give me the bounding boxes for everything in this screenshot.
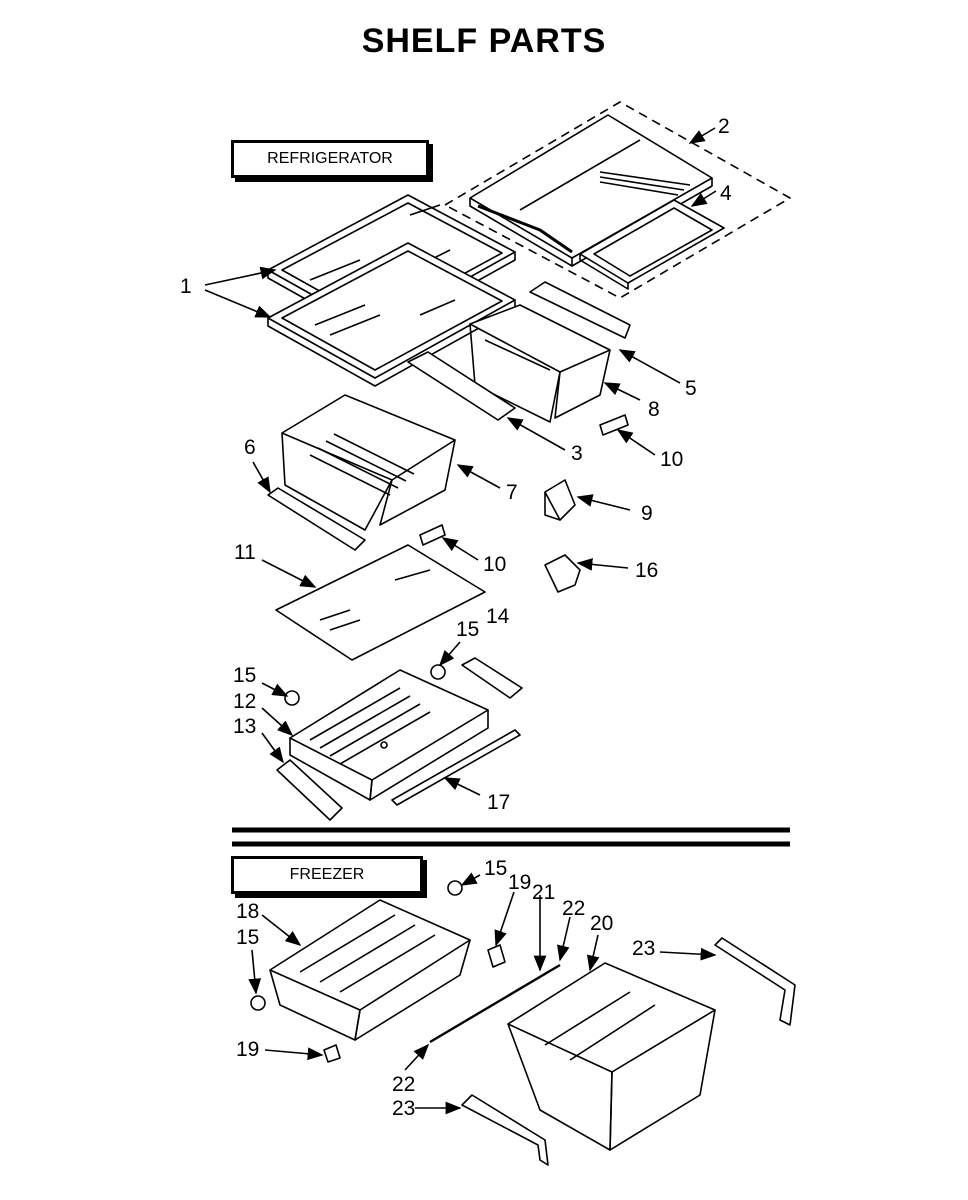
- callout-5: 5: [685, 377, 697, 400]
- clip-part-10: [419, 524, 446, 546]
- callout-8: 8: [648, 398, 660, 421]
- callout-20: 20: [590, 912, 614, 935]
- leader-lines: [204, 127, 717, 1115]
- glass-cover-part-11: [275, 544, 486, 661]
- crisper-rail-part-6: [267, 487, 366, 551]
- callout-6: 6: [244, 436, 256, 459]
- freezer-bin-part-20: [507, 962, 716, 1151]
- slide-rail-part-5: [529, 281, 631, 339]
- callout-22: 22: [562, 897, 586, 920]
- slide-part-23: [714, 937, 796, 1026]
- callout-9: 9: [641, 502, 653, 525]
- callout-11: 11: [234, 541, 256, 564]
- callout-1: 1: [180, 275, 192, 298]
- callout-22b: 22: [392, 1073, 416, 1096]
- callout-18: 18: [236, 900, 260, 923]
- deli-divider-part-3: [407, 351, 516, 421]
- glass-shelf-part-1: [267, 194, 516, 387]
- rail-part-14: [461, 657, 523, 699]
- callout-15d: 15: [236, 926, 260, 949]
- air-filter-part-9: [544, 479, 576, 521]
- callout-23: 23: [632, 937, 656, 960]
- freezer-section-label: FREEZER: [231, 856, 423, 894]
- callout-19: 19: [508, 871, 532, 894]
- spacer-part-19: [487, 944, 506, 968]
- callout-2: 2: [718, 115, 730, 138]
- callout-16: 16: [635, 559, 659, 582]
- slide-part-23: [461, 1094, 549, 1166]
- filter-cartridge-part-16: [544, 554, 581, 593]
- rail-part-13: [276, 759, 343, 821]
- cap-part-15: [284, 690, 300, 706]
- clip-part-10: [599, 414, 629, 436]
- deli-cover-part-2: [469, 114, 713, 267]
- callout-17: 17: [487, 791, 511, 814]
- cap-part-15: [430, 664, 446, 680]
- callout-4: 4: [720, 182, 732, 205]
- deli-assembly-dashed-outline: [444, 101, 791, 299]
- callout-19b: 19: [236, 1038, 260, 1061]
- page-title: SHELF PARTS: [361, 22, 607, 60]
- callout-23b: 23: [392, 1097, 416, 1120]
- cap-part-15: [250, 995, 266, 1011]
- callout-15b: 15: [233, 664, 257, 687]
- cap-part-15: [447, 880, 463, 896]
- deli-bin-part-8: [469, 304, 611, 423]
- callout-13: 13: [233, 715, 257, 738]
- crisper-drawer-part-7: [281, 394, 456, 531]
- callout-15c: 15: [484, 857, 508, 880]
- callout-10b: 10: [483, 553, 507, 576]
- rod-part-21: [429, 963, 561, 1044]
- callout-15: 15: [456, 618, 480, 641]
- callout-3: 3: [571, 442, 583, 465]
- callout-10: 10: [660, 448, 684, 471]
- callout-21: 21: [532, 881, 556, 904]
- refrigerator-section-label: REFRIGERATOR: [231, 140, 429, 178]
- freezer-basket-part-18: [269, 899, 471, 1041]
- callout-12: 12: [233, 690, 257, 713]
- callout-14: 14: [486, 605, 510, 628]
- deli-window-part-4: [579, 199, 725, 290]
- trim-part-17: [391, 729, 521, 806]
- section-separator: [232, 827, 790, 847]
- spacer-part-19: [323, 1044, 341, 1063]
- callout-7: 7: [506, 481, 518, 504]
- pantry-drawer-part-12: [289, 669, 489, 801]
